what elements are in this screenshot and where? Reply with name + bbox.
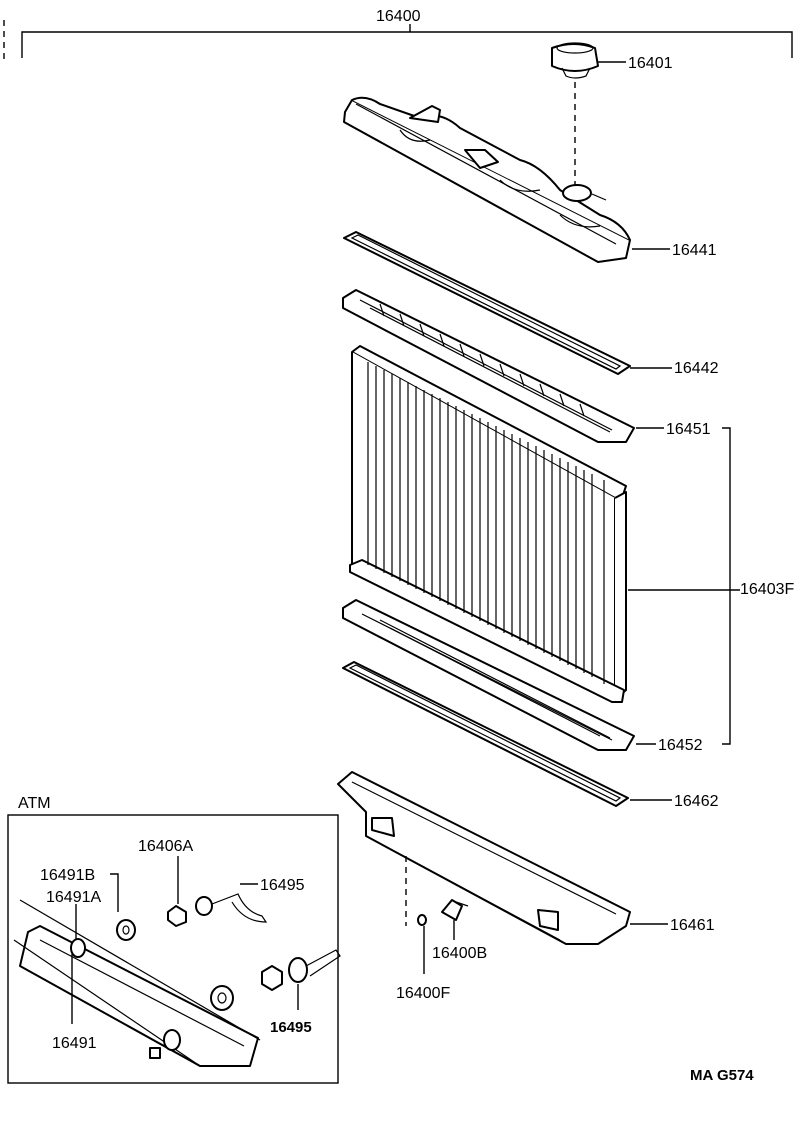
label-16442: 16442 <box>674 360 719 377</box>
label-16495-bottom: 16495 <box>270 1019 312 1036</box>
label-16400f: 16400F <box>396 985 450 1002</box>
atm-nut-bottom <box>261 965 283 991</box>
lower-tank <box>337 771 631 945</box>
label-16461: 16461 <box>670 917 715 934</box>
label-16400: 16400 <box>376 8 421 25</box>
core-group-bracket <box>722 427 731 745</box>
atm-nut-top <box>167 905 187 927</box>
label-16403f: 16403F <box>740 581 794 598</box>
label-16406a: 16406A <box>138 838 193 855</box>
leader-16491b <box>110 873 119 912</box>
atm-inset-title: ATM <box>18 795 51 812</box>
upper-tank <box>343 96 631 263</box>
lower-core-plate <box>342 599 635 751</box>
radiator-cap <box>551 42 599 79</box>
label-16462: 16462 <box>674 793 719 810</box>
atm-hose-fitting-bottom <box>288 949 341 983</box>
atm-washer-small <box>116 919 136 941</box>
label-16495-top: 16495 <box>260 877 305 894</box>
atm-lower-tank <box>13 899 261 1067</box>
drain-plug <box>417 914 427 926</box>
label-16400b: 16400B <box>432 945 487 962</box>
upper-gasket <box>343 231 631 375</box>
atm-inset-frame <box>7 814 339 1084</box>
label-16491b: 16491B <box>40 867 95 884</box>
lower-gasket <box>342 661 629 807</box>
upper-core-plate <box>342 289 635 443</box>
label-16401: 16401 <box>628 55 673 72</box>
label-16441: 16441 <box>672 242 717 259</box>
label-16491: 16491 <box>52 1035 97 1052</box>
diagram-code: MA G574 <box>690 1067 754 1084</box>
label-16491a: 16491A <box>46 889 101 906</box>
atm-washer-large <box>210 985 234 1011</box>
drain-cock <box>441 899 469 921</box>
atm-hose-fitting-top <box>195 893 268 923</box>
label-16451: 16451 <box>666 421 711 438</box>
label-16452: 16452 <box>658 737 703 754</box>
assembly-bracket <box>3 20 793 60</box>
radiator-core <box>349 345 627 703</box>
